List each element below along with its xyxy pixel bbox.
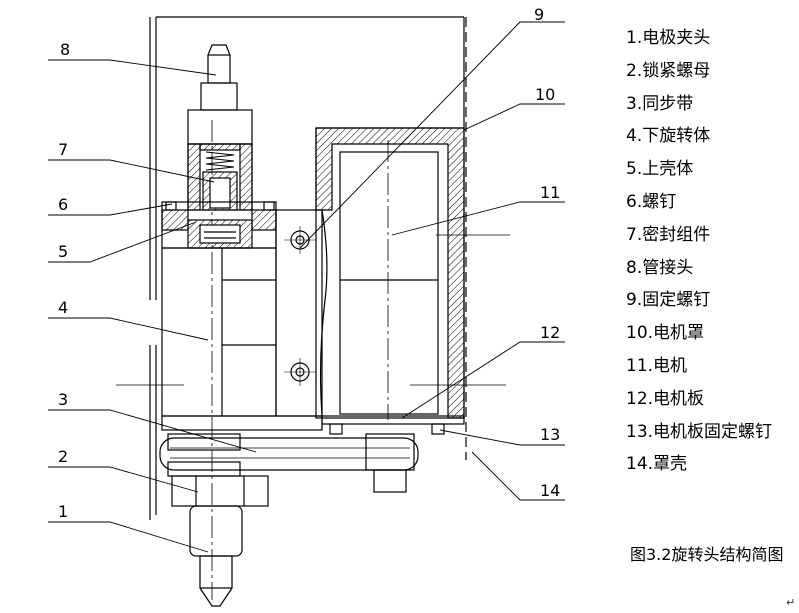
legend-item: 8.管接头 (626, 257, 694, 278)
callout-12: 12 (540, 323, 560, 342)
legend-item: 2.锁紧螺母 (626, 60, 711, 81)
legend-item: 10.电机罩 (626, 323, 705, 344)
lower-rotating-body (116, 247, 323, 431)
callout-7: 7 (58, 140, 68, 159)
legend-item: 9.固定螺钉 (626, 290, 711, 311)
legend-item: 12.电机板 (626, 388, 705, 409)
seal-assembly (187, 143, 253, 211)
parts-legend: 1.电极夹头 2.锁紧螺母 3.同步带 4.下旋转体 5.上壳体 6.螺钉 7.… (626, 22, 796, 481)
legend-item: 6.螺钉 (626, 191, 677, 212)
electrode-chuck (189, 505, 243, 607)
legend-item: 13.电机板固定螺钉 (626, 421, 773, 442)
callout-10: 10 (535, 85, 555, 104)
lock-nut (171, 475, 269, 507)
callout-2: 2 (58, 447, 68, 466)
callout-3: 3 (58, 390, 68, 409)
callout-14: 14 (540, 481, 560, 500)
legend-item: 4.下旋转体 (626, 126, 711, 147)
legend-item: 3.同步带 (626, 93, 694, 114)
callout-numbers: 8 7 6 5 4 3 2 1 9 10 11 12 13 14 (58, 5, 560, 521)
callout-8: 8 (60, 40, 70, 59)
leader-lines (48, 21, 565, 553)
callout-13: 13 (540, 425, 560, 444)
callout-5: 5 (58, 242, 68, 261)
motor (339, 140, 510, 420)
housing-frame (149, 16, 467, 520)
motor-cover (315, 127, 465, 419)
legend-item: 11.电机 (626, 355, 688, 376)
legend-item: 1.电极夹头 (626, 28, 711, 48)
figure-caption: 图3.2旋转头结构简图 (630, 545, 784, 564)
legend-item: 14.罩壳 (626, 454, 688, 475)
paragraph-mark: ↵ (786, 596, 796, 609)
motor-block (275, 209, 328, 417)
callout-11: 11 (540, 183, 560, 202)
callout-1: 1 (58, 502, 68, 521)
timing-belt (159, 433, 419, 493)
callout-4: 4 (58, 298, 68, 317)
callout-6: 6 (58, 195, 68, 214)
pipe-fitting (187, 44, 253, 145)
callout-9: 9 (534, 5, 544, 24)
motor-plate (321, 415, 465, 435)
legend-item: 7.密封组件 (626, 224, 711, 245)
legend-item: 5.上壳体 (626, 159, 694, 180)
